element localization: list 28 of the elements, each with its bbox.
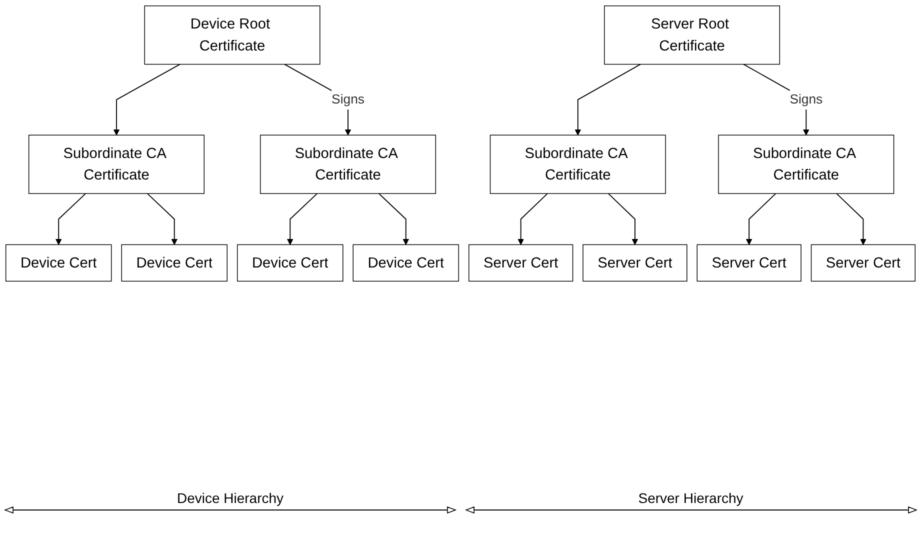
arrow (55, 193, 86, 245)
arrow (113, 64, 180, 136)
arrow (286, 193, 318, 245)
node-box: Subordinate CA Certificate (490, 134, 666, 194)
dimension-label: Device Hierarchy (176, 490, 284, 506)
node-box: Subordinate CA Certificate (28, 134, 204, 194)
node-box: Server Cert (468, 244, 574, 282)
edge-label: Signs (790, 92, 823, 107)
node-box: Server Cert (696, 244, 802, 282)
node-box: Server Cert (582, 244, 688, 282)
arrow (836, 193, 866, 245)
arrow (518, 193, 548, 245)
node-box: Device Cert (352, 244, 460, 282)
arrow (574, 64, 641, 136)
node-box: Subordinate CA Certificate (718, 134, 894, 194)
dimension-label: Server Hierarchy (638, 490, 744, 506)
node-box: Device Root Certificate (144, 5, 320, 65)
node-box: Subordinate CA Certificate (260, 134, 436, 194)
node-box: Server Cert (810, 244, 916, 282)
node-box: Server Root Certificate (604, 5, 780, 65)
edge-label: Signs (332, 92, 364, 107)
arrow (378, 193, 410, 245)
arrow (146, 193, 178, 245)
arrow (746, 193, 776, 245)
node-box: Device Cert (5, 244, 112, 282)
node-box: Device Cert (237, 244, 344, 282)
arrow (608, 193, 638, 245)
node-box: Device Cert (121, 244, 228, 282)
